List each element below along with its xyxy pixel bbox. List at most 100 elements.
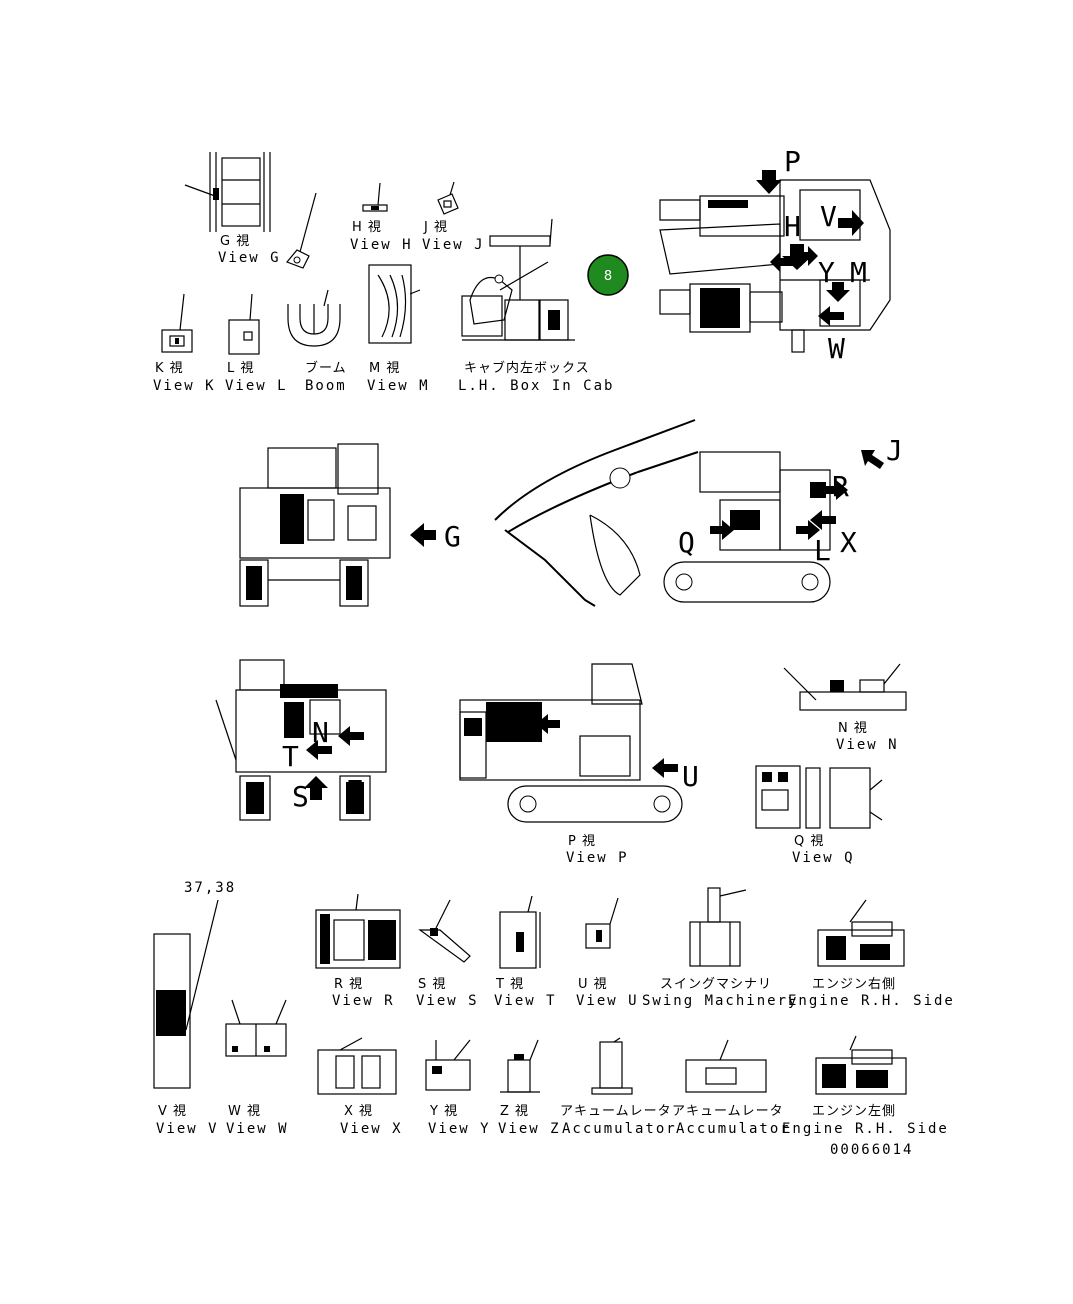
view-l-label-en: View L [225, 378, 288, 394]
view-r-label-en: View R [332, 993, 395, 1009]
letter-r: R [832, 470, 849, 503]
letter-t: T [282, 740, 299, 773]
view-m-label-jp: M 視 [369, 361, 400, 376]
view-y-drawing [425, 1039, 471, 1091]
acc1-label-jp: アキュームレータ [560, 1104, 672, 1119]
acc1-label-en: Accumulator [562, 1121, 677, 1137]
swing-machinery-drawing [689, 887, 747, 967]
engine-rh-label-en: Engine R.H. Side [788, 993, 955, 1009]
swing-label-en: Swing Machinery [642, 993, 798, 1009]
letter-m: M [850, 256, 867, 289]
view-g-label-en: View G [218, 250, 281, 266]
view-s-drawing [418, 899, 471, 963]
view-l-drawing [228, 293, 260, 355]
accumulator-1-drawing [591, 1037, 633, 1095]
bracket-part [285, 192, 317, 269]
machine-top-view: P H V Y M W [659, 145, 891, 365]
view-j-drawing [437, 181, 459, 215]
arrow-w [818, 306, 844, 326]
letter-s: S [292, 780, 309, 813]
view-r-label-jp: R 視 [334, 977, 363, 992]
view-h-label-jp: H 視 [352, 220, 382, 235]
view-t-label-jp: T 視 [495, 977, 524, 992]
view-x-label-en: View X [340, 1121, 403, 1137]
view-p-drawing: U [459, 663, 699, 823]
view-q-drawing [755, 765, 883, 829]
view-u-drawing [585, 897, 619, 949]
view-g-label-jp: G 視 [220, 234, 250, 249]
callout-badge: 8 [587, 254, 629, 296]
lh-box-in-cab-drawing [461, 218, 575, 341]
letter-l: L [814, 534, 831, 567]
view-m-drawing [368, 264, 421, 344]
view-z-label-jp: Z 視 [500, 1104, 529, 1119]
lh-box-label-jp: キャブ内左ボックス [464, 360, 590, 376]
arrow-m [826, 282, 850, 302]
accumulator-2-drawing [685, 1039, 767, 1093]
arrow-g [410, 523, 436, 547]
acc2-label-en: Accumulator [676, 1121, 791, 1137]
view-m-label-en: View M [367, 378, 430, 394]
view-x-drawing [317, 1037, 397, 1095]
letter-w: W [828, 332, 845, 365]
view-j-label-en: View J [422, 237, 485, 253]
view-t-drawing [499, 895, 541, 969]
letter-v: V [820, 200, 837, 233]
machine-front-view: N T Z S [215, 659, 387, 821]
view-k-drawing [161, 293, 193, 353]
part-ref-number: 37,38 [184, 880, 236, 896]
arrow-t [306, 740, 332, 760]
arrow-x [796, 520, 820, 540]
engine-lh-label-jp: エンジン左側 [812, 1104, 896, 1119]
drawing-number: 00066014 [830, 1142, 913, 1158]
view-u-label-en: View U [576, 993, 639, 1009]
view-v-label-jp: V 視 [158, 1104, 187, 1119]
view-h-label-en: View H [350, 237, 413, 253]
arrow-y-right [794, 246, 818, 266]
view-w-drawing [225, 999, 287, 1057]
arrow-v [838, 210, 864, 236]
letter-q: Q [678, 526, 695, 559]
machine-rear-view: G [239, 443, 461, 607]
view-v-drawing [153, 899, 219, 1089]
swing-label-jp: スイングマシナリ [660, 977, 772, 992]
view-p-label-en: View P [566, 850, 629, 866]
view-n-label-en: View N [836, 737, 899, 753]
view-w-label-en: View W [226, 1121, 289, 1137]
view-x-label-jp: X 視 [344, 1104, 373, 1119]
engine-lh-label-en: Engine R.H. Side [782, 1121, 949, 1137]
view-s-label-jp: S 視 [418, 977, 446, 992]
view-w-label-jp: W 視 [228, 1104, 261, 1119]
arrow-n [338, 726, 364, 746]
engine-lh-drawing [815, 1035, 907, 1095]
view-q-label-jp: Q 視 [794, 834, 824, 849]
view-y-label-jp: Y 視 [429, 1104, 458, 1119]
letter-u: U [682, 760, 699, 793]
view-z-label-en: View Z [498, 1121, 561, 1137]
acc2-label-jp: アキュームレータ [672, 1104, 784, 1119]
arrow-p [756, 170, 782, 194]
machine-side-view: J R Q L X [494, 419, 903, 607]
view-h-drawing [362, 182, 388, 212]
view-t-label-en: View T [494, 993, 557, 1009]
arrow-p-view [536, 714, 560, 734]
view-q-label-en: View Q [792, 850, 855, 866]
view-k-label-jp: K 視 [155, 361, 184, 376]
arrow-s [304, 776, 328, 800]
view-n-drawing [783, 663, 907, 711]
letter-h: H [784, 210, 801, 243]
arrow-q [710, 520, 734, 540]
view-v-label-en: View V [156, 1121, 219, 1137]
letter-x: X [840, 526, 857, 559]
view-u-label-jp: U 視 [578, 977, 608, 992]
boom-label-jp: ブーム [305, 360, 347, 376]
arrow-y-left [770, 252, 794, 272]
callout-badge-number: 8 [604, 269, 612, 284]
engine-rh-drawing [817, 899, 905, 967]
view-g-drawing [184, 152, 271, 232]
view-z-drawing [500, 1039, 540, 1093]
arrow-r [824, 480, 848, 500]
letter-g: G [444, 520, 461, 553]
view-k-label-en: View K [153, 378, 216, 394]
